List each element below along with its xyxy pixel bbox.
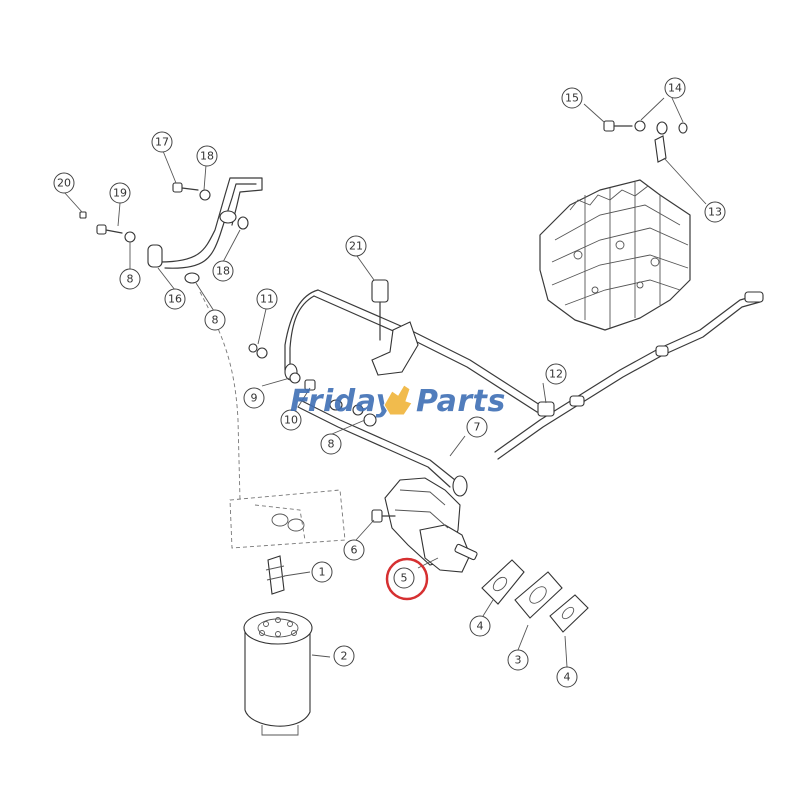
callout-9[interactable]: 9 — [243, 387, 265, 409]
svg-text:10: 10 — [284, 414, 298, 427]
svg-text:18: 18 — [216, 265, 230, 278]
callout-13[interactable]: 13 — [704, 201, 726, 223]
svg-text:12: 12 — [549, 368, 563, 381]
svg-text:13: 13 — [708, 206, 722, 219]
svg-text:2: 2 — [341, 650, 348, 663]
watermark-text-left: Friday — [290, 384, 397, 419]
svg-text:8: 8 — [212, 314, 219, 327]
callout-1[interactable]: 1 — [311, 561, 333, 583]
callout-11[interactable]: 11 — [256, 288, 278, 310]
svg-text:5: 5 — [401, 572, 408, 585]
callout-20[interactable]: 20 — [53, 172, 75, 194]
callout-7[interactable]: 7 — [466, 416, 488, 438]
fuel-line-left — [79, 177, 263, 284]
callout-4-lower[interactable]: 4 — [556, 666, 578, 688]
svg-text:21: 21 — [349, 240, 363, 253]
callout-15[interactable]: 15 — [561, 87, 583, 109]
svg-text:6: 6 — [351, 544, 358, 557]
fuel-filter — [243, 555, 313, 736]
callout-5-highlighted[interactable]: 5 — [385, 557, 429, 601]
svg-text:8: 8 — [127, 273, 134, 286]
callout-8-middle[interactable]: 8 — [204, 309, 226, 331]
callout-17[interactable]: 17 — [151, 131, 173, 153]
callout-2[interactable]: 2 — [333, 645, 355, 667]
callouts: 20 19 17 18 8 16 18 8 15 14 13 21 11 9 1… — [53, 77, 726, 688]
callout-18-upper[interactable]: 18 — [196, 145, 218, 167]
watermark: Friday Parts — [290, 384, 506, 419]
callout-12[interactable]: 12 — [545, 363, 567, 385]
banjo-bolt-set — [603, 120, 688, 163]
svg-text:1: 1 — [319, 566, 326, 579]
svg-text:19: 19 — [113, 187, 127, 200]
svg-text:3: 3 — [515, 654, 522, 667]
callout-16[interactable]: 16 — [164, 288, 186, 310]
callout-18-lower[interactable]: 18 — [212, 260, 234, 282]
svg-text:4: 4 — [477, 620, 484, 633]
svg-text:20: 20 — [57, 177, 71, 190]
svg-text:18: 18 — [200, 150, 214, 163]
highlight-ring — [385, 557, 429, 601]
callout-3[interactable]: 3 — [507, 649, 529, 671]
callout-19[interactable]: 19 — [109, 182, 131, 204]
callout-4-upper[interactable]: 4 — [469, 615, 491, 637]
svg-text:17: 17 — [155, 136, 169, 149]
fuel-line-right — [494, 291, 764, 460]
svg-text:9: 9 — [251, 392, 258, 405]
watermark-text-right: Parts — [416, 384, 506, 419]
svg-text:4: 4 — [564, 671, 571, 684]
svg-text:14: 14 — [668, 82, 682, 95]
svg-text:11: 11 — [260, 293, 274, 306]
svg-text:16: 16 — [168, 293, 182, 306]
fist-icon — [383, 384, 413, 416]
return-line — [199, 291, 241, 501]
callout-10[interactable]: 10 — [280, 409, 302, 431]
callout-14[interactable]: 14 — [664, 77, 686, 99]
gaskets — [481, 559, 589, 633]
svg-text:15: 15 — [565, 92, 579, 105]
callout-8-center[interactable]: 8 — [320, 433, 342, 455]
callout-8-left[interactable]: 8 — [119, 268, 141, 290]
engine-block — [539, 179, 691, 331]
fuel-line-center — [248, 279, 541, 497]
callout-6[interactable]: 6 — [343, 539, 365, 561]
callout-21[interactable]: 21 — [345, 235, 367, 257]
svg-text:7: 7 — [474, 421, 481, 434]
engine-section-dashed — [229, 489, 346, 549]
leader-lines — [63, 97, 707, 668]
svg-text:8: 8 — [328, 438, 335, 451]
